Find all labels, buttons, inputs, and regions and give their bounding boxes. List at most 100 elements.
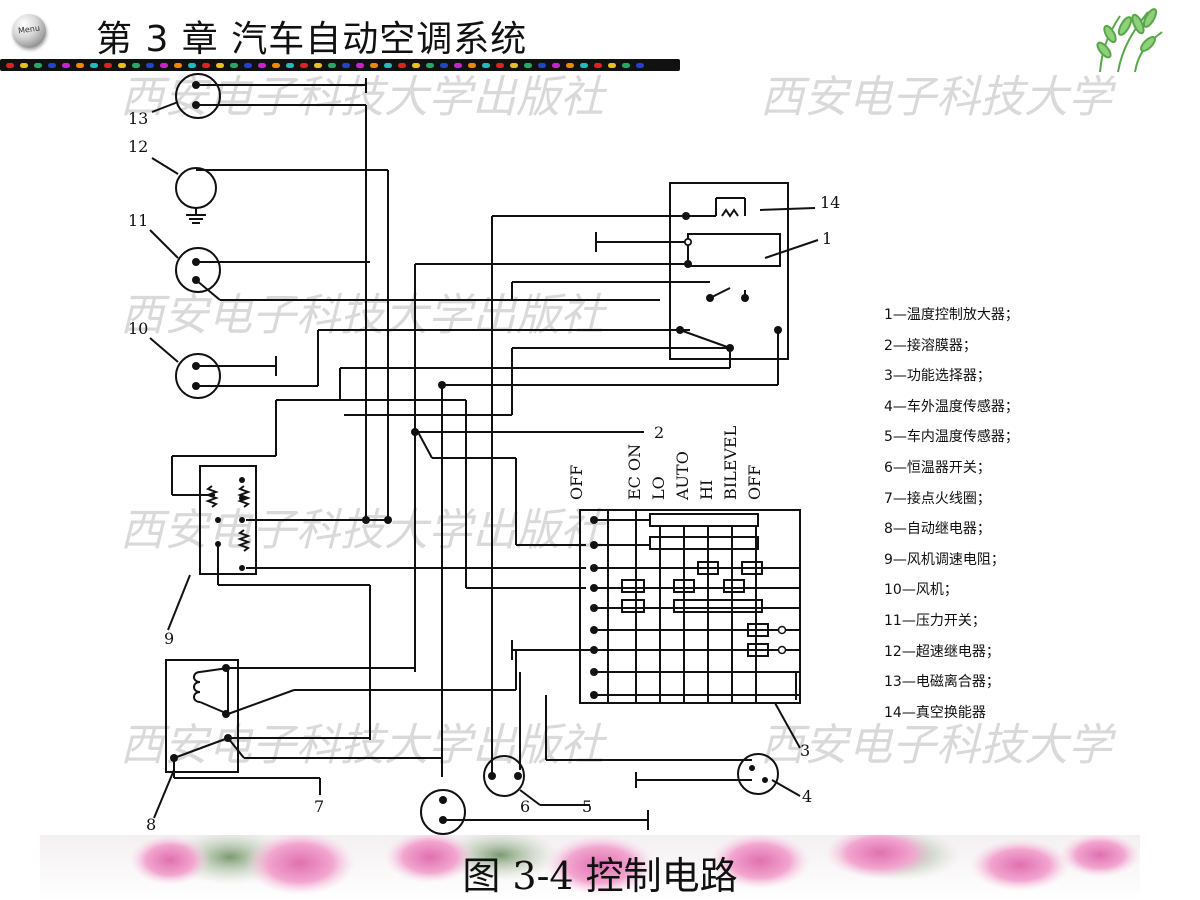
switch-label-off: OFF bbox=[567, 465, 586, 500]
dotbar-dot bbox=[594, 62, 602, 68]
switch-label-hi: HI bbox=[697, 480, 716, 500]
dotbar-dot bbox=[300, 62, 308, 68]
label-13: 13 bbox=[128, 109, 148, 128]
legend-item: 5—车内温度传感器； bbox=[884, 429, 1019, 446]
switch-label-lo: LO bbox=[649, 476, 668, 500]
dotbar-dot bbox=[188, 62, 196, 68]
dotbar-dot bbox=[216, 62, 224, 68]
watermark-text: 西安电子科技大学 bbox=[760, 720, 1117, 771]
dotbar-dot bbox=[552, 62, 560, 68]
dotbar-dot bbox=[468, 62, 476, 68]
dotbar-dot bbox=[342, 62, 350, 68]
label-1: 1 bbox=[822, 229, 832, 248]
dotbar-dot bbox=[160, 62, 168, 68]
legend-item: 12—超速继电器； bbox=[884, 643, 1000, 660]
watermark-text: 西安电子科技大学出版社 bbox=[120, 72, 608, 123]
dotbar-dot bbox=[608, 62, 616, 68]
switch-label-auto: AUTO bbox=[673, 451, 692, 501]
page-title: 第 3 章 汽车自动空调系统 bbox=[96, 19, 528, 60]
dotbar-dot bbox=[412, 62, 420, 68]
dotbar-dot bbox=[202, 62, 210, 68]
leaf-decoration-icon bbox=[1096, 8, 1163, 73]
legend-item: 11—压力开关； bbox=[884, 612, 986, 629]
watermark-group: 西安电子科技大学出版社 西安电子科技大学 西安电子科技大学出版社 西安电子科技大… bbox=[120, 72, 1117, 771]
dotbar-dot bbox=[636, 62, 644, 68]
dotbar-dot bbox=[538, 62, 546, 68]
dotbar-dot bbox=[580, 62, 588, 68]
dotbar-dot bbox=[454, 62, 462, 68]
legend-item: 10—风机； bbox=[884, 582, 958, 599]
legend-item: 9—风机调速电阻； bbox=[884, 551, 1005, 568]
legend-item: 3—功能选择器； bbox=[884, 368, 991, 385]
label-12: 12 bbox=[128, 137, 148, 156]
dotbar-dot bbox=[132, 62, 140, 68]
dotbar-dot bbox=[370, 62, 378, 68]
switch-label-off2: OFF bbox=[745, 465, 764, 500]
dotbar-dot bbox=[286, 62, 294, 68]
dotbar-dot bbox=[440, 62, 448, 68]
figure-caption: 图 3-4 控制电路 bbox=[462, 854, 738, 898]
dotbar-dot bbox=[384, 62, 392, 68]
dotbar-dot bbox=[174, 62, 182, 68]
dotbar-dot bbox=[34, 62, 42, 68]
dotbar-dot bbox=[426, 62, 434, 68]
label-9: 9 bbox=[164, 629, 174, 648]
legend-item: 1—温度控制放大器； bbox=[884, 307, 1019, 323]
dotbar-dot bbox=[510, 62, 518, 68]
clutch-13-symbol bbox=[175, 73, 221, 119]
label-3: 3 bbox=[800, 741, 810, 760]
dotbar-dot bbox=[6, 62, 14, 68]
label-6: 6 bbox=[520, 797, 530, 816]
dotbar-dot bbox=[118, 62, 126, 68]
menu-button[interactable]: Menu bbox=[12, 14, 46, 48]
legend-item: 14—真空换能器 bbox=[884, 704, 986, 721]
dotbar-dot bbox=[272, 62, 280, 68]
junction-dots bbox=[170, 81, 782, 824]
dotbar-dot bbox=[622, 62, 630, 68]
dotbar-dot bbox=[90, 62, 98, 68]
dotbar-dot bbox=[356, 62, 364, 68]
legend-item: 2—接溶膜器； bbox=[884, 337, 977, 354]
dotbar-dot bbox=[76, 62, 84, 68]
dotbar-dot bbox=[244, 62, 252, 68]
dotbar-dot bbox=[524, 62, 532, 68]
dotbar-dot bbox=[496, 62, 504, 68]
pressure-switch-11-symbol bbox=[175, 247, 221, 293]
dotbar-dot bbox=[230, 62, 238, 68]
legend-item: 8—自动继电器； bbox=[884, 521, 991, 538]
legend-item: 7—接点火线圈； bbox=[884, 490, 991, 507]
dotbar-dot bbox=[398, 62, 406, 68]
legend-item: 13—电磁离合器； bbox=[884, 674, 1000, 691]
component-legend: 1—温度控制放大器； 2—接溶膜器； 3—功能选择器； 4—车外温度传感器； 5… bbox=[884, 300, 1019, 728]
dotbar-dot bbox=[314, 62, 322, 68]
legend-item: 6—恒温器开关； bbox=[884, 459, 991, 476]
fan-10-symbol bbox=[175, 353, 221, 399]
switch-position-labels: OFF EC ON LO AUTO HI BILEVEL OFF bbox=[567, 425, 764, 501]
dotbar-dot bbox=[482, 62, 490, 68]
label-8: 8 bbox=[146, 815, 156, 834]
dotbar-dot bbox=[258, 62, 266, 68]
dotbar-dot bbox=[328, 62, 336, 68]
dotbar-dot bbox=[48, 62, 56, 68]
watermark-text: 西安电子科技大学 bbox=[760, 72, 1117, 123]
label-5: 5 bbox=[582, 797, 592, 816]
watermark-text: 西安电子科技大学出版社 bbox=[120, 720, 608, 771]
label-7: 7 bbox=[314, 797, 324, 816]
label-2: 2 bbox=[654, 423, 664, 442]
label-14: 14 bbox=[820, 193, 840, 212]
label-10: 10 bbox=[128, 319, 148, 338]
switch-label-econ: EC ON bbox=[625, 444, 644, 500]
watermark-text: 西安电子科技大学出版社 bbox=[120, 505, 608, 556]
flower-border-decoration bbox=[40, 835, 1140, 900]
legend-item: 4—车外温度传感器； bbox=[884, 398, 1019, 415]
dotbar-dot bbox=[104, 62, 112, 68]
component-labels: 13 12 11 10 14 1 2 9 3 4 5 6 7 8 bbox=[128, 109, 840, 834]
dotbar-dot bbox=[146, 62, 154, 68]
dotbar-dot bbox=[566, 62, 574, 68]
title-underline-dotbar bbox=[0, 59, 680, 71]
switch-label-bilevel: BILEVEL bbox=[721, 425, 740, 500]
label-11: 11 bbox=[128, 211, 148, 230]
dotbar-dot bbox=[62, 62, 70, 68]
dotbar-dot bbox=[20, 62, 28, 68]
